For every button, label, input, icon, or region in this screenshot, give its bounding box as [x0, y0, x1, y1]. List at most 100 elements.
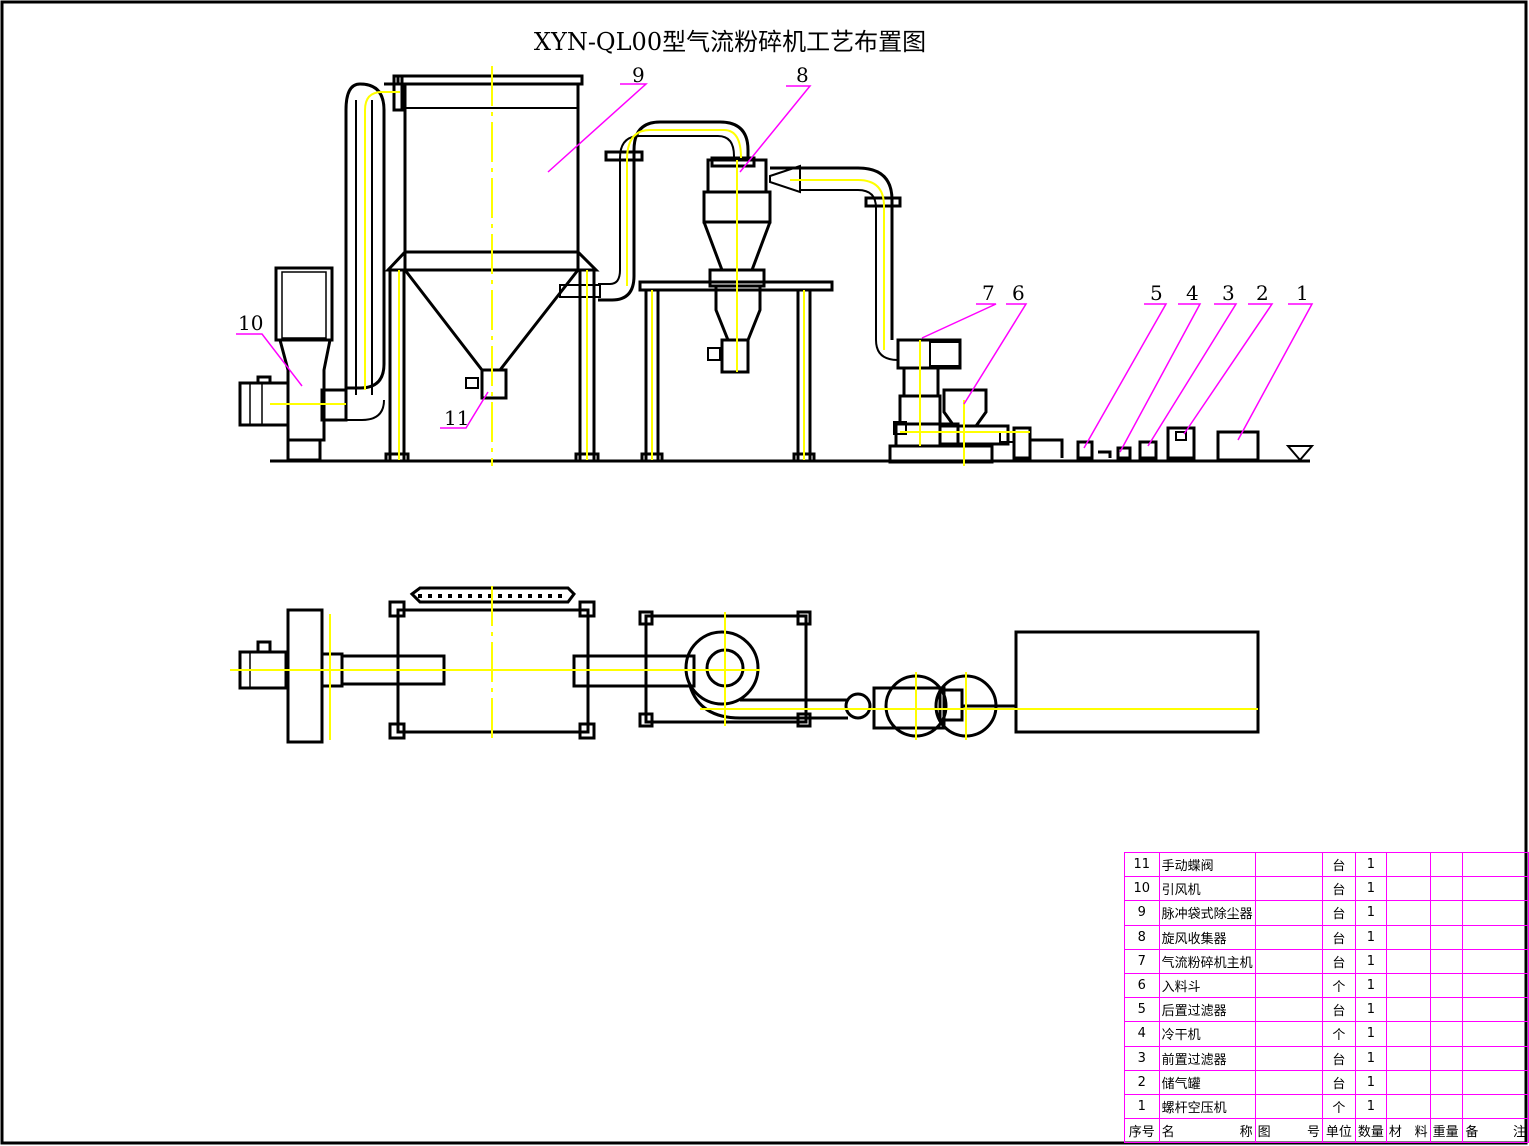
part-qty: 1: [1354, 1069, 1387, 1095]
part-name: 脉冲袋式除尘器: [1158, 900, 1256, 926]
header-drawing-b: 号: [1307, 1125, 1321, 1141]
part-name: 手动蝶阀: [1158, 851, 1256, 878]
part-remark: [1462, 1093, 1529, 1120]
part-remark: [1462, 1069, 1529, 1095]
drawing-title: XYN-QL00型气流粉碎机工艺布置图: [533, 28, 927, 56]
part-name: 旋风收集器: [1158, 924, 1256, 950]
part-drawing-no: [1254, 948, 1324, 974]
duct-cyclone-to-mill: [769, 164, 902, 361]
part-unit: 台: [1322, 948, 1356, 974]
callout-11: 11: [444, 406, 469, 430]
part-no: 8: [1124, 924, 1160, 950]
centerlines-plan: [230, 586, 1258, 744]
part-unit: 个: [1322, 972, 1356, 999]
part-material: [1385, 1093, 1431, 1120]
part-weight: [1429, 876, 1464, 902]
callout-3: 3: [1222, 281, 1235, 305]
part-material: [1385, 851, 1431, 878]
part-no: 10: [1124, 876, 1160, 902]
part-remark: [1462, 948, 1529, 974]
pulse-bag-dust-collector-9: [384, 74, 601, 463]
part-drawing-no: [1254, 1093, 1324, 1120]
callout-8: 8: [796, 63, 809, 87]
part-remark: [1462, 876, 1529, 902]
part-weight: [1429, 1069, 1464, 1095]
callout-5: 5: [1150, 281, 1163, 305]
part-weight: [1429, 924, 1464, 950]
part-material: [1385, 924, 1431, 950]
part-name: 冷干机: [1158, 1021, 1256, 1047]
part-material: [1385, 972, 1431, 999]
part-remark: [1462, 924, 1529, 950]
part-qty: 1: [1354, 900, 1387, 926]
part-no: 3: [1124, 1045, 1160, 1071]
header-material: 材料: [1385, 1118, 1431, 1144]
part-no: 7: [1124, 948, 1160, 974]
part-drawing-no: [1254, 900, 1324, 926]
header-name-b: 称: [1239, 1125, 1253, 1141]
callout-7: 7: [982, 281, 995, 305]
part-name: 入料斗: [1158, 972, 1256, 999]
part-unit: 台: [1322, 924, 1356, 950]
part-material: [1385, 1045, 1431, 1071]
header-drawing: 图号: [1254, 1118, 1324, 1144]
part-unit: 个: [1322, 1093, 1356, 1120]
part-drawing-no: [1254, 851, 1324, 878]
part-drawing-no: [1254, 1069, 1324, 1095]
part-no: 5: [1124, 997, 1160, 1023]
header-no: 序号: [1124, 1118, 1160, 1144]
part-no: 11: [1124, 851, 1160, 878]
part-material: [1385, 900, 1431, 926]
part-qty: 1: [1354, 1045, 1387, 1071]
parts-table-header: 序号 名称 图号 单位 数量 材料 重量 备注: [1124, 1118, 1529, 1144]
duct-fan-to-collector: [344, 74, 404, 421]
part-drawing-no: [1254, 997, 1324, 1023]
leader-lines: [236, 83, 1314, 453]
part-unit: 个: [1322, 1021, 1356, 1047]
header-drawing-a: 图: [1257, 1125, 1271, 1141]
part-unit: 台: [1322, 851, 1356, 878]
part-name: 螺杆空压机: [1158, 1093, 1256, 1120]
header-remark-a: 备: [1465, 1125, 1479, 1141]
part-weight: [1429, 900, 1464, 926]
part-no: 4: [1124, 1021, 1160, 1047]
part-remark: [1462, 1021, 1529, 1047]
part-unit: 台: [1322, 1069, 1356, 1095]
part-qty: 1: [1354, 972, 1387, 999]
part-qty: 1: [1354, 997, 1387, 1023]
part-weight: [1429, 851, 1464, 878]
part-weight: [1429, 948, 1464, 974]
elevation-view: [238, 74, 1315, 464]
part-material: [1385, 876, 1431, 902]
header-remark: 备注: [1462, 1118, 1529, 1144]
callout-9: 9: [632, 63, 645, 87]
part-qty: 1: [1354, 924, 1387, 950]
part-qty: 1: [1354, 851, 1387, 878]
part-name: 前置过滤器: [1158, 1045, 1256, 1071]
part-weight: [1429, 997, 1464, 1023]
part-material: [1385, 1069, 1431, 1095]
part-remark: [1462, 972, 1529, 999]
part-weight: [1429, 1021, 1464, 1047]
header-weight: 重量: [1429, 1118, 1464, 1144]
header-name-a: 名: [1161, 1125, 1175, 1141]
header-material-a: 材: [1388, 1125, 1402, 1141]
induced-draft-fan-10: [238, 266, 348, 462]
part-unit: 台: [1322, 1045, 1356, 1071]
callout-2: 2: [1256, 281, 1269, 305]
part-remark: [1462, 1045, 1529, 1071]
callout-10: 10: [238, 311, 263, 335]
part-weight: [1429, 1045, 1464, 1071]
part-remark: [1462, 997, 1529, 1023]
centerlines-elevation: [270, 66, 1030, 466]
